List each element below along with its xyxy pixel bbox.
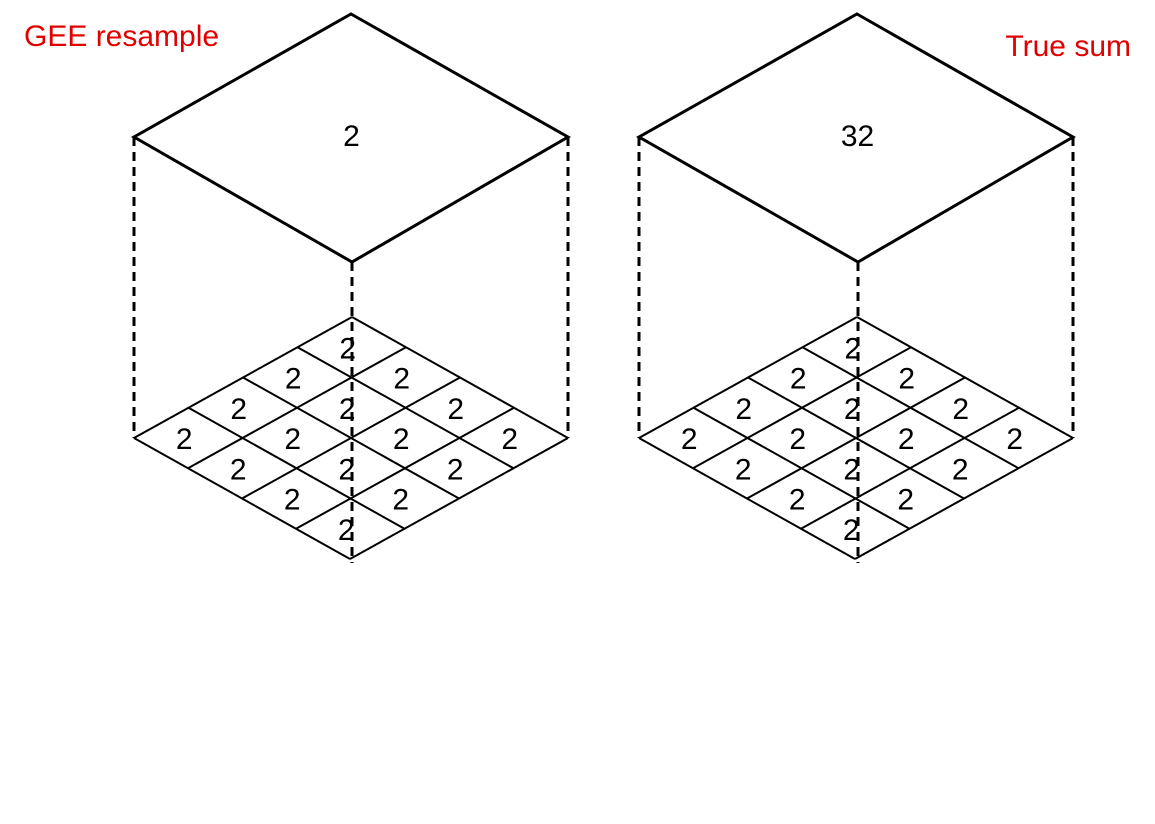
fine-cell-value: 2	[447, 453, 464, 486]
fine-cell-value: 2	[339, 393, 356, 426]
coarse-cell	[635, 12, 1077, 264]
fine-cell-value: 2	[392, 484, 409, 517]
grid-line	[242, 376, 460, 500]
fine-cell-value: 2	[338, 514, 355, 547]
fine-cell-value: 2	[501, 423, 518, 456]
fine-cell-value: 2	[338, 453, 355, 486]
fine-cell-value: 2	[681, 423, 698, 456]
fine-cell-value: 2	[447, 393, 464, 426]
fine-cell-value: 2	[1006, 423, 1023, 456]
fine-cell-value: 2	[790, 363, 807, 396]
panel-title-true-sum: True sum	[1005, 30, 1131, 63]
fine-cell-value: 2	[393, 363, 410, 396]
fine-cell-value: 2	[789, 423, 806, 456]
fine-cell-value: 2	[843, 514, 860, 547]
fine-cell-value: 2	[735, 453, 752, 486]
fine-cell-value: 2	[898, 423, 915, 456]
grid-line	[638, 437, 856, 560]
fine-cell-value: 2	[284, 484, 301, 517]
fine-cell-value: 2	[176, 423, 193, 456]
grid-line	[854, 437, 1074, 560]
fine-cell-value: 2	[897, 484, 914, 517]
coarse-cell	[130, 12, 572, 264]
fine-cell-value: 2	[735, 393, 752, 426]
fine-cell-value: 2	[898, 363, 915, 396]
grid-line	[295, 406, 515, 530]
fine-cell-value: 2	[393, 423, 410, 456]
fine-cell-value: 2	[844, 393, 861, 426]
fine-cell-value: 2	[285, 363, 302, 396]
panel-true-sum: 32 2 2 2 2 2 2 2 2 2 2 2 2 2 2 2 2	[635, 12, 1077, 563]
grid-line	[693, 406, 910, 530]
fine-cell-value: 2	[230, 393, 247, 426]
coarse-cell-value: 2	[343, 120, 360, 153]
fine-cell-value: 2	[844, 332, 861, 365]
fine-cell-value: 2	[843, 453, 860, 486]
grid-line	[800, 406, 1020, 530]
grid-line	[747, 376, 965, 500]
fine-cell-value: 2	[952, 393, 969, 426]
panel-title-gee-resample: GEE resample	[24, 20, 219, 53]
fine-cell-value: 2	[339, 332, 356, 365]
panel-gee-resample: 2 2 2 2 2 2 2 2 2 2 2 2 2 2 2 2 2	[130, 12, 572, 563]
fine-cell-value: 2	[284, 423, 301, 456]
grid-line	[188, 406, 405, 530]
grid-line	[349, 437, 569, 560]
grid-line	[133, 437, 351, 560]
coarse-cell-value: 32	[841, 120, 874, 153]
fine-cell-value: 2	[230, 453, 247, 486]
fine-cell-value: 2	[789, 484, 806, 517]
fine-cell-value: 2	[952, 453, 969, 486]
